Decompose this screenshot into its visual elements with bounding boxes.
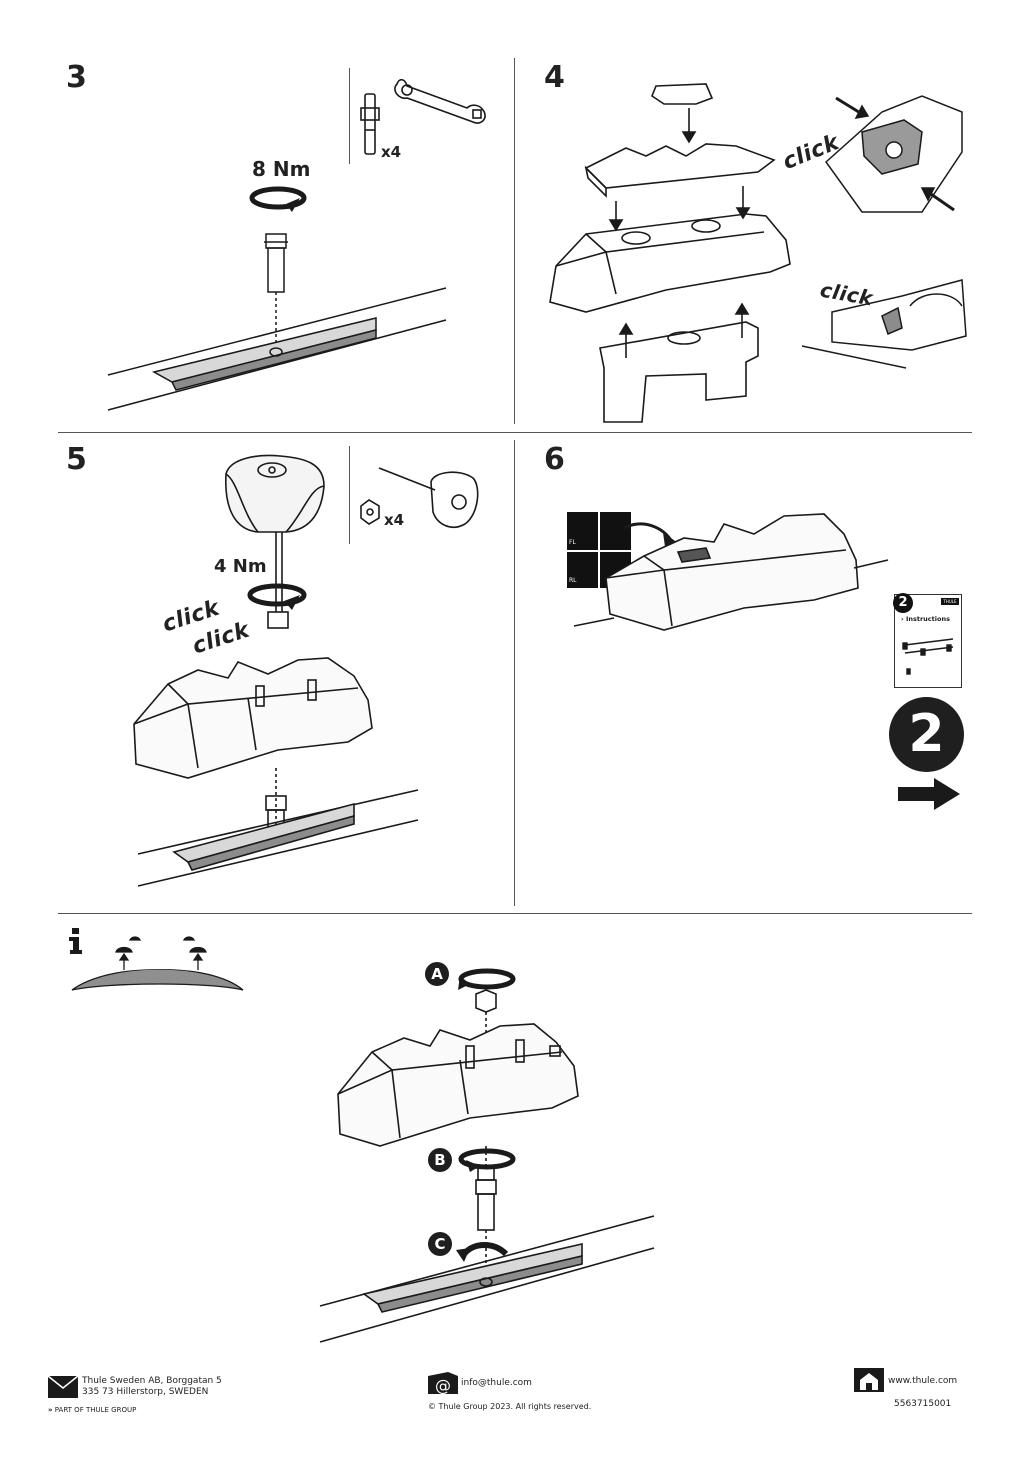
next-booklet-big-badge: 2 <box>889 697 964 772</box>
horizontal-divider-2 <box>58 913 972 914</box>
arrow-right-icon <box>898 778 960 810</box>
torque-tool-handle-illustration <box>225 454 325 629</box>
next-booklet-thumbnail: 2 THULE › Instructions <box>893 593 962 688</box>
roof-curvature-illustration <box>71 936 244 991</box>
website-link[interactable]: www.thule.com <box>888 1376 958 1386</box>
rotation-arrow-a-icon <box>458 968 516 990</box>
parts-inset-divider <box>349 68 350 164</box>
envelope-icon <box>47 1375 79 1398</box>
address-line-1: Thule Sweden AB, Borggatan 5 <box>82 1376 222 1386</box>
home-icon <box>854 1368 884 1392</box>
email-at-icon: @ <box>428 1372 458 1395</box>
foot-on-rail-illustration <box>133 657 419 887</box>
clip-click-detail-lower <box>801 279 967 369</box>
position-label-fl: FL <box>569 539 576 546</box>
booklet-number-badge: 2 <box>893 593 913 613</box>
email-link[interactable]: info@thule.com <box>461 1378 532 1388</box>
rotation-arrow-icon <box>249 186 307 212</box>
label-circle-a: A <box>425 962 449 986</box>
label-circle-c: C <box>428 1232 452 1256</box>
group-line: » PART OF THULE GROUP <box>48 1405 136 1416</box>
rotation-arrow-c-icon <box>456 1242 509 1262</box>
disassembly-foot-and-rail-illustration <box>319 989 655 1343</box>
booklet-title: › Instructions <box>901 615 950 623</box>
roof-bars-thumbnail-icon <box>902 638 954 675</box>
parts-inset-divider <box>349 446 350 544</box>
torque-label: 4 Nm <box>214 556 267 577</box>
label-circle-b: B <box>428 1148 452 1172</box>
vertical-divider-top <box>514 58 515 424</box>
quantity-label: x4 <box>381 143 402 161</box>
quantity-label: x4 <box>384 511 405 529</box>
address-line-2: 335 73 Hillerstorp, SWEDEN <box>82 1387 209 1397</box>
svg-text:@: @ <box>435 1376 451 1395</box>
double-chevron-icon: » <box>48 1406 53 1414</box>
bolt-into-rail-illustration <box>107 233 447 411</box>
document-number: 5563715001 <box>894 1399 952 1409</box>
foot-on-roof-illustration <box>573 513 889 631</box>
info-icon <box>69 928 82 954</box>
nut-and-torque-tool-parts-illustration <box>360 467 479 528</box>
torque-label: 8 Nm <box>252 157 311 181</box>
rotation-arrow-icon <box>247 583 307 610</box>
position-label-rl: RL <box>569 577 577 584</box>
booklet-brand-tag: THULE <box>941 598 959 605</box>
group-text: PART OF THULE GROUP <box>54 1406 137 1414</box>
step-number: 3 <box>66 60 87 95</box>
copyright-text: © Thule Group 2023. All rights reserved. <box>428 1402 592 1411</box>
rotation-arrow-b-icon <box>458 1148 516 1172</box>
step-number: 6 <box>544 442 565 477</box>
horizontal-divider-1 <box>58 432 972 433</box>
bolt-and-plate-parts-illustration <box>360 78 486 155</box>
clip-click-detail-upper <box>824 95 963 213</box>
step-number: 5 <box>66 442 87 477</box>
foot-assembly-exploded-illustration <box>549 83 791 423</box>
position-separator <box>567 550 631 552</box>
vertical-divider-mid <box>514 440 515 906</box>
step-number: 4 <box>544 60 565 95</box>
